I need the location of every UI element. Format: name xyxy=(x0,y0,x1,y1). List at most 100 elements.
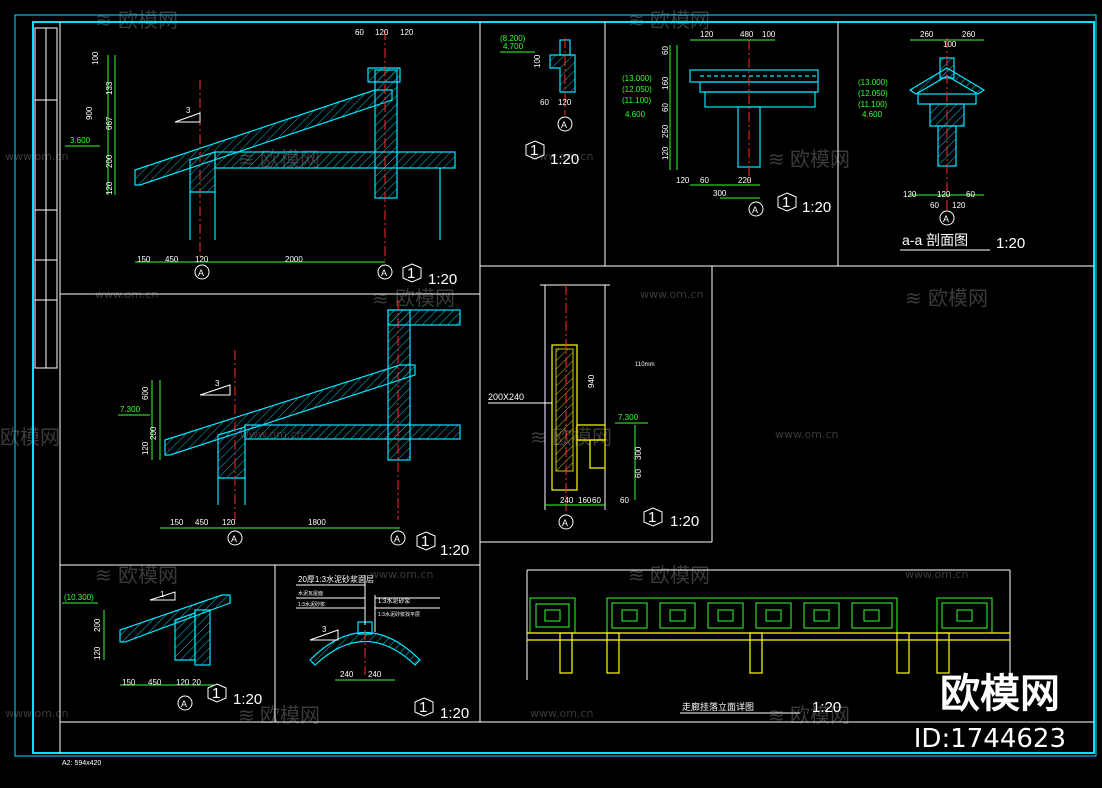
svg-text:1:20: 1:20 xyxy=(440,542,469,559)
svg-text:≋: ≋ xyxy=(768,147,785,171)
svg-text:120: 120 xyxy=(222,518,236,527)
svg-text:60: 60 xyxy=(634,469,643,478)
svg-text:3.600: 3.600 xyxy=(70,136,91,145)
svg-text:7.300: 7.300 xyxy=(120,405,141,414)
svg-text:≋: ≋ xyxy=(905,286,922,310)
svg-text:1: 1 xyxy=(421,533,429,550)
svg-text:240: 240 xyxy=(340,670,354,679)
svg-text:940: 940 xyxy=(587,374,596,388)
svg-text:3: 3 xyxy=(186,106,191,115)
svg-text:www.om.cn: www.om.cn xyxy=(775,428,838,441)
brand-logo: 欧模网 xyxy=(940,671,1060,717)
svg-text:A: A xyxy=(561,120,567,130)
detail-7: (13.000) (12.050) (11.100) 4.600 260 100… xyxy=(858,30,1025,252)
svg-text:1:20: 1:20 xyxy=(802,199,831,216)
svg-text:≋: ≋ xyxy=(768,703,785,727)
svg-text:667: 667 xyxy=(105,116,114,130)
svg-text:200: 200 xyxy=(105,154,114,168)
svg-text:60: 60 xyxy=(661,46,670,55)
watermark-11: 欧模网 xyxy=(260,703,320,727)
svg-text:3: 3 xyxy=(215,379,220,388)
svg-text:150: 150 xyxy=(137,255,151,264)
svg-text:www.om.cn: www.om.cn xyxy=(370,568,433,581)
svg-text:1:20: 1:20 xyxy=(428,271,457,288)
svg-text:7.300: 7.300 xyxy=(618,413,639,422)
svg-text:120: 120 xyxy=(661,146,670,160)
svg-text:A: A xyxy=(198,268,204,278)
svg-text:1: 1 xyxy=(648,509,656,526)
svg-text:≋: ≋ xyxy=(628,8,645,32)
svg-text:1:20: 1:20 xyxy=(440,705,469,722)
svg-text:120: 120 xyxy=(195,255,209,264)
detail-5: (8.200) 4.700 100 60 120 A 1 1:20 xyxy=(500,34,579,168)
svg-text:1:3水泥砂浆找平层: 1:3水泥砂浆找平层 xyxy=(378,611,420,618)
svg-text:250: 250 xyxy=(661,124,670,138)
svg-text:www.om.cn: www.om.cn xyxy=(5,707,68,720)
svg-text:450: 450 xyxy=(148,678,162,687)
svg-text:200: 200 xyxy=(93,618,102,632)
svg-text:4.600: 4.600 xyxy=(625,110,646,119)
svg-text:900: 900 xyxy=(85,106,94,120)
watermark-9: 欧模网 xyxy=(118,563,178,587)
svg-text:120: 120 xyxy=(93,646,102,660)
svg-text:1:20: 1:20 xyxy=(670,513,699,530)
svg-text:160: 160 xyxy=(661,76,670,90)
svg-text:120: 120 xyxy=(952,201,966,210)
detail-6: (13.000) (12.050) (11.100) 4.600 60 160 … xyxy=(622,30,831,217)
svg-text:www.om.cn: www.om.cn xyxy=(530,150,593,163)
svg-text:60: 60 xyxy=(355,28,364,37)
svg-text:1800: 1800 xyxy=(308,518,326,527)
svg-text:450: 450 xyxy=(195,518,209,527)
svg-text:120: 120 xyxy=(937,190,951,199)
svg-text:60: 60 xyxy=(540,98,549,107)
svg-text:600: 600 xyxy=(141,386,150,400)
svg-text:120: 120 xyxy=(676,176,690,185)
svg-text:1: 1 xyxy=(160,590,165,599)
svg-text:450: 450 xyxy=(165,255,179,264)
svg-text:≋: ≋ xyxy=(628,563,645,587)
svg-text:60: 60 xyxy=(700,176,709,185)
svg-text:100: 100 xyxy=(762,30,776,39)
svg-text:1: 1 xyxy=(212,685,220,702)
svg-text:1: 1 xyxy=(530,142,538,159)
svg-text:A: A xyxy=(943,214,949,224)
svg-text:240: 240 xyxy=(560,496,574,505)
svg-text:1: 1 xyxy=(407,265,415,282)
watermark-1: 欧模网 xyxy=(118,8,178,32)
svg-text:300: 300 xyxy=(634,446,643,460)
svg-text:150: 150 xyxy=(122,678,136,687)
watermark-12: 欧模网 xyxy=(790,703,850,727)
svg-text:A: A xyxy=(752,205,758,215)
svg-text:1:20: 1:20 xyxy=(812,699,841,716)
svg-text:120: 120 xyxy=(105,181,114,195)
svg-text:≋: ≋ xyxy=(95,8,112,32)
svg-text:20厚1:3水泥砂浆面层: 20厚1:3水泥砂浆面层 xyxy=(298,574,374,584)
svg-text:100: 100 xyxy=(943,40,957,49)
svg-text:60: 60 xyxy=(661,103,670,112)
svg-text:100: 100 xyxy=(91,51,100,65)
detail-9: 走廊挂落立面详图 1:20 xyxy=(526,569,1011,716)
svg-text:a-a 剖面图: a-a 剖面图 xyxy=(902,232,968,248)
svg-text:(10.300): (10.300) xyxy=(64,593,94,602)
svg-text:水泥瓦屋面: 水泥瓦屋面 xyxy=(298,590,323,597)
svg-text:60: 60 xyxy=(620,496,629,505)
watermark-4: 欧模网 xyxy=(790,147,850,171)
sheet-size: A2: 594x420 xyxy=(62,760,102,767)
svg-text:110mm: 110mm xyxy=(635,362,655,368)
svg-text:4.600: 4.600 xyxy=(862,110,883,119)
svg-text:1: 1 xyxy=(419,699,427,716)
watermarks: ≋欧模网 ≋欧模网 ≋欧模网 ≋欧模网 ≋欧模网 ≋欧模网 欧模网 ≋欧模网 ≋… xyxy=(0,8,988,727)
svg-text:≋: ≋ xyxy=(372,286,389,310)
svg-text:A: A xyxy=(562,518,568,528)
svg-text:160: 160 xyxy=(578,496,592,505)
watermark-5: 欧模网 xyxy=(395,286,455,310)
svg-text:120: 120 xyxy=(141,441,150,455)
svg-text:(11.100): (11.100) xyxy=(858,100,888,109)
svg-text:A: A xyxy=(231,534,237,544)
svg-text:200: 200 xyxy=(149,426,158,440)
svg-text:100: 100 xyxy=(533,54,542,68)
svg-text:A: A xyxy=(181,699,187,709)
watermark-7: 欧模网 xyxy=(0,425,60,449)
svg-text:1: 1 xyxy=(782,194,790,211)
